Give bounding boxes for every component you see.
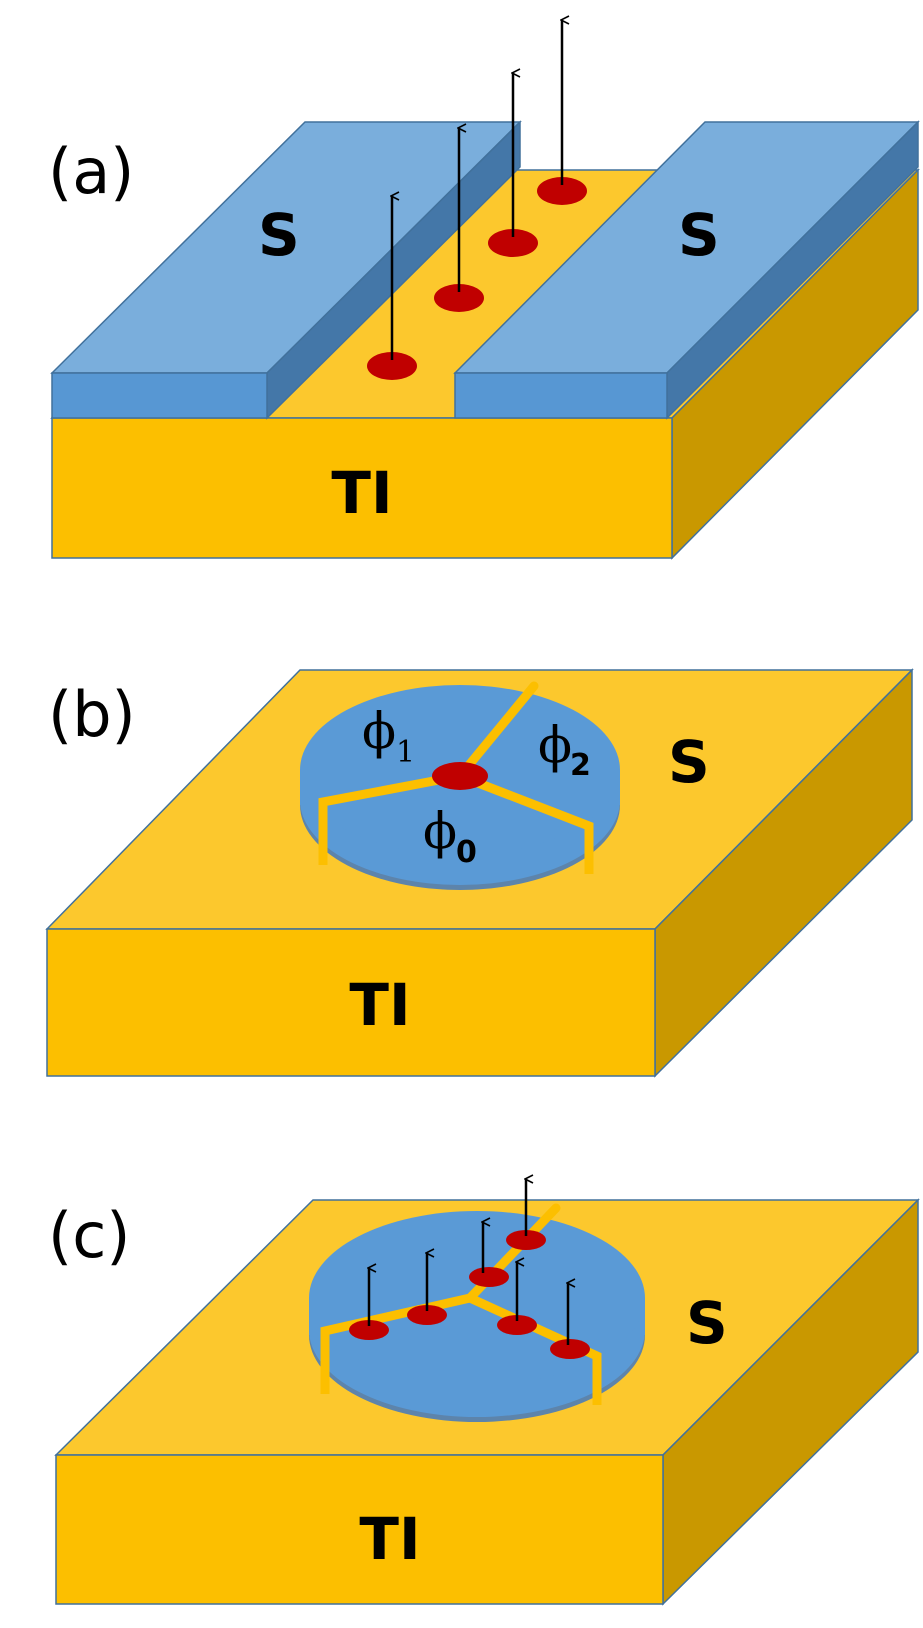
- phase-0-label: ϕ 0: [423, 802, 477, 870]
- phase-2-label: ϕ 2: [538, 716, 591, 783]
- s-label-c: S: [686, 1289, 728, 1357]
- panel-a-label: (a): [48, 135, 134, 208]
- ti-label-a: TI: [331, 459, 392, 527]
- majorana-dot: [349, 1320, 389, 1340]
- s-label-left: S: [258, 201, 300, 269]
- svg-text:2: 2: [570, 748, 591, 783]
- s-label-right: S: [678, 201, 720, 269]
- phase-1-label: ϕ 1: [362, 702, 415, 770]
- svg-text:ϕ: ϕ: [538, 716, 572, 774]
- majorana-dot: [469, 1267, 509, 1287]
- majorana-dot: [367, 352, 417, 380]
- panel-b-label: (b): [48, 678, 136, 751]
- tri-junction-channel: [318, 771, 461, 865]
- panel-a: (a) S S TI: [48, 20, 920, 560]
- ti-block-c-front: [55, 1454, 664, 1605]
- ti-label-b: TI: [349, 971, 410, 1039]
- ti-label-c: TI: [359, 1505, 420, 1573]
- s-electrode-right-front: [454, 372, 668, 419]
- svg-text:0: 0: [456, 835, 477, 870]
- panel-c: (c) S TI: [48, 1179, 920, 1606]
- svg-text:1: 1: [396, 735, 415, 770]
- panel-b: (b) ϕ 1 ϕ 2 ϕ 0 S TI: [45, 668, 914, 1078]
- majorana-dot: [550, 1339, 590, 1359]
- majorana-dot: [488, 229, 538, 257]
- svg-text:ϕ: ϕ: [362, 702, 396, 760]
- majorana-dot: [432, 762, 488, 790]
- tri-junction-channel: [455, 681, 539, 781]
- s-label-b: S: [668, 728, 710, 796]
- majorana-dot: [537, 177, 587, 205]
- s-electrode-left-front: [51, 372, 268, 419]
- majorana-dot: [434, 284, 484, 312]
- tri-junction-channel: [458, 771, 594, 874]
- ti-block-b-front: [46, 928, 656, 1077]
- svg-text:ϕ: ϕ: [423, 802, 457, 860]
- majorana-dot: [506, 1230, 546, 1250]
- majorana-dot: [497, 1315, 537, 1335]
- majorana-dot: [407, 1305, 447, 1325]
- panel-c-label: (c): [48, 1199, 130, 1272]
